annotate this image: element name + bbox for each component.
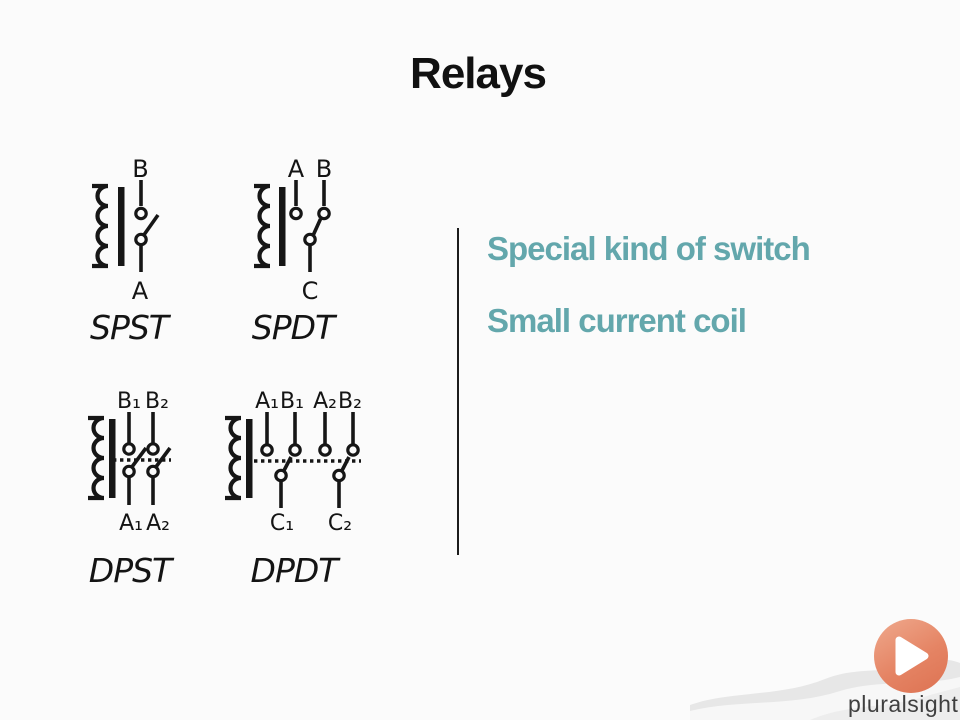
dpdt-terminal-a2-label: A₂ <box>313 389 337 414</box>
relay-diagram-dpst: B₁ B₂ A₁ A₂ DPST <box>88 389 176 590</box>
spdt-name-label: SPDT <box>252 308 338 347</box>
relay-core-bar <box>246 419 253 498</box>
brand-wordmark: pluralsight <box>848 691 959 717</box>
relay-diagram-spdt: A B C SPDT <box>252 155 339 347</box>
dpdt-terminal-a1-label: A₁ <box>255 389 279 414</box>
switch-contacts <box>113 412 172 505</box>
slide-title: Relays <box>410 49 547 98</box>
coil-icon <box>225 415 253 501</box>
vertical-divider-line <box>457 228 459 555</box>
spst-terminal-a-label: A <box>132 277 149 305</box>
dpst-terminal-b2-label: B₂ <box>145 389 169 414</box>
relay-core-bar <box>109 419 116 498</box>
relay-core-bar <box>279 187 286 266</box>
dpst-terminal-a2-label: A₂ <box>146 511 170 536</box>
relay-diagram-dpdt: A₁ B₁ A₂ B₂ C₁ C₂ DPDT <box>225 389 362 590</box>
spdt-terminal-a-label: A <box>288 155 305 183</box>
relay-diagram-spst: B A SPST <box>90 155 173 347</box>
coil-icon <box>254 183 286 269</box>
coil-icon <box>88 415 116 501</box>
dpdt-terminal-c1-label: C₁ <box>270 511 294 536</box>
spdt-terminal-b-label: B <box>316 155 332 183</box>
note-small-current-coil: Small current coil <box>487 302 747 339</box>
coil-icon <box>92 183 125 269</box>
dpst-terminal-a1-label: A₁ <box>119 511 143 536</box>
spdt-terminal-c-label: C <box>302 277 319 305</box>
switch-contacts <box>134 180 160 272</box>
dpdt-name-label: DPDT <box>251 551 342 590</box>
dpst-name-label: DPST <box>89 551 175 590</box>
spst-name-label: SPST <box>90 308 172 347</box>
dpdt-terminal-b2-label: B₂ <box>338 389 362 414</box>
dpdt-terminal-c2-label: C₂ <box>328 511 352 536</box>
relay-core-bar <box>118 187 125 266</box>
spst-terminal-b-label: B <box>132 155 148 183</box>
dpdt-terminal-b1-label: B₁ <box>280 389 304 414</box>
switch-contacts <box>289 180 331 272</box>
dpst-terminal-b1-label: B₁ <box>117 389 141 414</box>
note-special-kind-of-switch: Special kind of switch <box>487 230 811 267</box>
switch-contacts <box>254 412 361 508</box>
video-play-button[interactable] <box>874 619 948 693</box>
play-icon <box>895 636 929 676</box>
